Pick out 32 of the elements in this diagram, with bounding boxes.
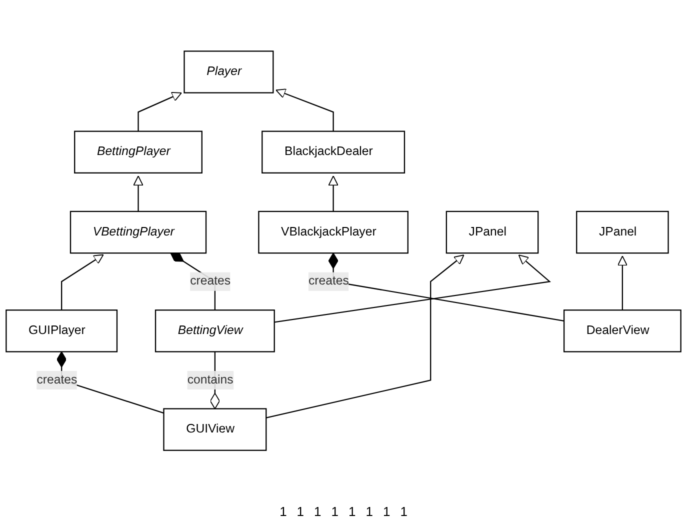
connector <box>328 252 564 322</box>
node-box: BettingView <box>154 310 275 353</box>
arrow <box>61 254 104 310</box>
arrow <box>274 254 551 323</box>
arrow <box>266 254 464 419</box>
node-box: BettingPlayer <box>74 130 202 174</box>
multiplicity-label: 1 <box>280 504 287 519</box>
node-box: JPanel <box>576 211 669 254</box>
node-box: VBettingPlayer <box>70 211 207 254</box>
edge-label: contains <box>187 374 234 387</box>
multiplicity-label: 1 <box>296 504 304 519</box>
multiplicity-label: 1 <box>314 504 322 519</box>
arrow <box>617 256 628 310</box>
multiplicity-label: 1 <box>366 504 373 519</box>
multiplicity-label: 1 <box>382 504 390 519</box>
multiplicity-label: 1 <box>348 504 356 519</box>
node-box: GUIPlayer <box>6 310 118 353</box>
edge-label: creates <box>190 274 231 288</box>
multiplicity-label: 1 <box>400 504 408 519</box>
arrow <box>138 92 182 132</box>
node-box: DealerView <box>563 310 682 353</box>
node-box: JPanel <box>446 211 539 254</box>
node-box: BlackjackDealer <box>262 130 406 174</box>
edge-label: creates <box>36 374 78 387</box>
arrow <box>276 88 334 132</box>
arrow <box>328 176 338 212</box>
node-box: VBlackjackPlayer <box>258 211 408 254</box>
edge-label: creates <box>308 274 349 288</box>
arrow <box>133 176 144 212</box>
multiplicity-label: 1 <box>331 504 338 519</box>
node-box: GUIView <box>163 408 267 452</box>
node-box: Player <box>184 50 274 94</box>
